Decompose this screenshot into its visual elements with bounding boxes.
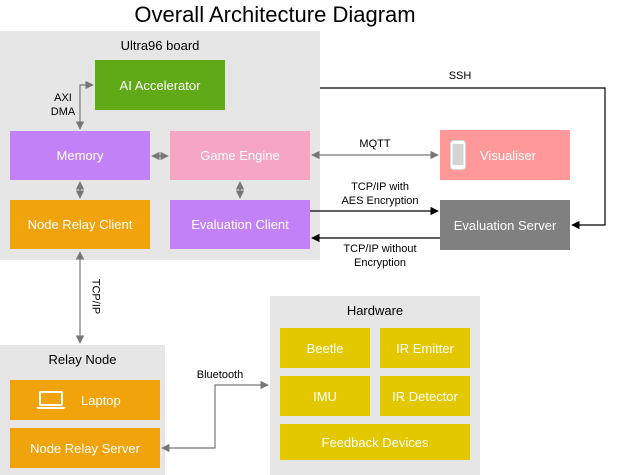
diagram-title: Overall Architecture Diagram xyxy=(134,2,416,27)
feedback-devices-box: Feedback Devices xyxy=(280,424,470,460)
laptop-icon xyxy=(36,391,66,409)
bluetooth-label: Bluetooth xyxy=(196,369,244,381)
ir-detector-box: IR Detector xyxy=(380,376,470,416)
axi-dma-connector xyxy=(75,80,94,130)
evaluation-client-box: Evaluation Client xyxy=(170,200,310,249)
tcp-aes-label-line2: AES Encryption xyxy=(341,195,419,207)
node-relay-client-box: Node Relay Client xyxy=(10,200,150,249)
visualiser-box: Visualiser xyxy=(440,130,570,180)
beetle-box: Beetle xyxy=(280,328,370,368)
visualiser-label: Visualiser xyxy=(480,147,537,163)
evaluation-server-box: Evaluation Server xyxy=(440,200,570,250)
node-relay-server-box: Node Relay Server xyxy=(10,428,160,468)
ai-accelerator-box: AI Accelerator xyxy=(95,60,225,110)
imu-box: IMU xyxy=(280,376,370,416)
ssh-connector xyxy=(320,87,606,230)
mqtt-label: MQTT xyxy=(359,138,391,150)
ssh-label: SSH xyxy=(448,70,472,82)
smartphone-icon xyxy=(450,140,466,170)
tcpip-label: TCP/IP xyxy=(89,278,102,315)
game-engine-box: Game Engine xyxy=(170,131,310,180)
ir-emitter-box: IR Emitter xyxy=(380,328,470,368)
hardware-label: Hardware xyxy=(346,303,404,318)
relay-node-label: Relay Node xyxy=(48,352,117,367)
laptop-box: Laptop xyxy=(10,380,160,420)
tcp-plain-label-line1: TCP/IP without xyxy=(343,243,417,255)
memory-box: Memory xyxy=(10,131,150,180)
bluetooth-connector xyxy=(161,380,269,453)
laptop-label: Laptop xyxy=(81,392,121,408)
tcp-plain-label-line2: Encryption xyxy=(354,257,406,269)
dma-label: DMA xyxy=(50,106,76,118)
axi-label: AXI xyxy=(54,92,72,104)
tcp-aes-label-line1: TCP/IP with xyxy=(351,181,409,193)
ultra96-board-label: Ultra96 board xyxy=(120,38,200,53)
